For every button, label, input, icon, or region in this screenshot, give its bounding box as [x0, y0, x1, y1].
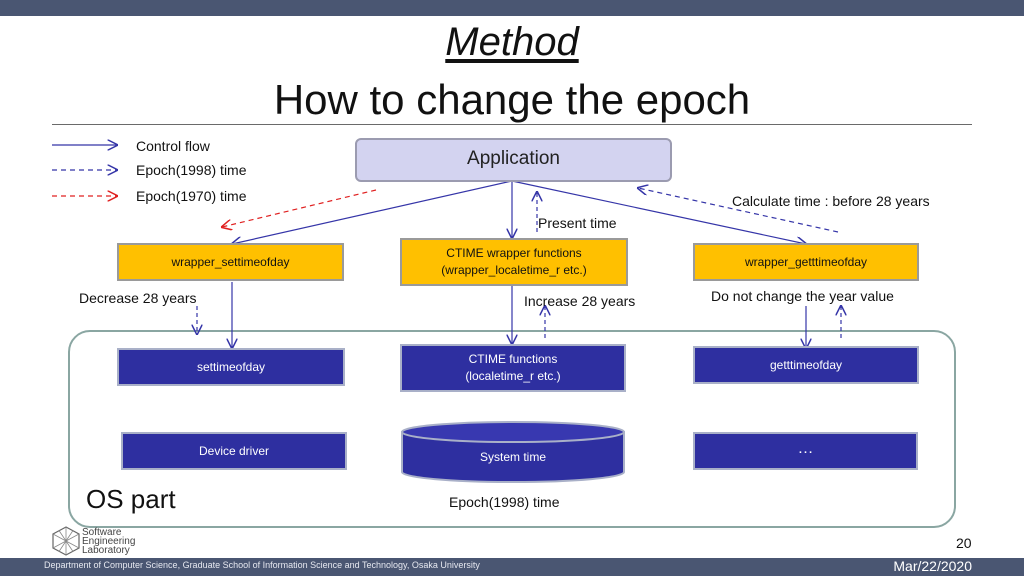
footer-department: Department of Computer Science, Graduate…: [44, 560, 480, 570]
logo-line2: Engineering: [82, 536, 136, 547]
ctime-functions-line2: (localetime_r etc.): [465, 369, 561, 383]
present-time-label: Present time: [538, 215, 617, 231]
legend-epoch1998-label: Epoch(1998) time: [136, 162, 247, 178]
lab-logo-icon: [52, 526, 80, 556]
system-time-cylinder: [401, 421, 625, 483]
ellipsis-box: …: [693, 432, 918, 470]
gettimeofday-box: getttimeofday: [693, 346, 919, 384]
os-part-label: OS part: [86, 484, 176, 514]
device-driver-box: Device driver: [121, 432, 347, 470]
calculate-time-arrow: [638, 188, 839, 233]
page-number: 20: [956, 535, 972, 551]
footer-bar: Department of Computer Science, Graduate…: [0, 558, 1024, 576]
footer-date: Mar/22/2020: [893, 558, 972, 574]
wrapper-gettimeofday-box: wrapper_getttimeofday: [693, 243, 919, 281]
epoch1998-bottom-label: Epoch(1998) time: [449, 494, 560, 510]
increase-label: Increase 28 years: [524, 293, 636, 309]
title-divider: [52, 124, 972, 125]
decrease-label: Decrease 28 years: [79, 290, 197, 306]
slide-title: Method: [445, 20, 579, 64]
flow-app-to-settime: [232, 180, 513, 244]
system-time-label: System time: [479, 450, 546, 464]
logo-line1: Software: [82, 527, 122, 538]
ctime-wrapper-functions-box: CTIME wrapper functions (wrapper_localet…: [400, 238, 628, 286]
application-box: Application: [355, 138, 672, 182]
calculate-time-label: Calculate time : before 28 years: [732, 193, 930, 209]
logo-line3: Laboratory: [82, 545, 130, 556]
flow-app-to-gettime: [511, 180, 806, 244]
legend-epoch1970-label: Epoch(1970) time: [136, 188, 247, 204]
ctime-functions-line1: CTIME functions: [468, 352, 558, 366]
top-bar: [0, 0, 1024, 16]
lab-logo-text: Software Engineering Laboratory: [82, 527, 136, 556]
settimeofday-box: settimeofday: [117, 348, 345, 386]
ctime-wrapper-line2: (wrapper_localetime_r etc.): [441, 263, 587, 277]
legend-control-flow-label: Control flow: [136, 138, 210, 154]
no-change-label: Do not change the year value: [711, 288, 894, 304]
ctime-functions-box: CTIME functions (localetime_r etc.): [400, 344, 626, 392]
ctime-wrapper-line1: CTIME wrapper functions: [446, 246, 582, 260]
wrapper-settimeofday-box: wrapper_settimeofday: [117, 243, 344, 281]
slide-subtitle: How to change the epoch: [273, 76, 751, 123]
